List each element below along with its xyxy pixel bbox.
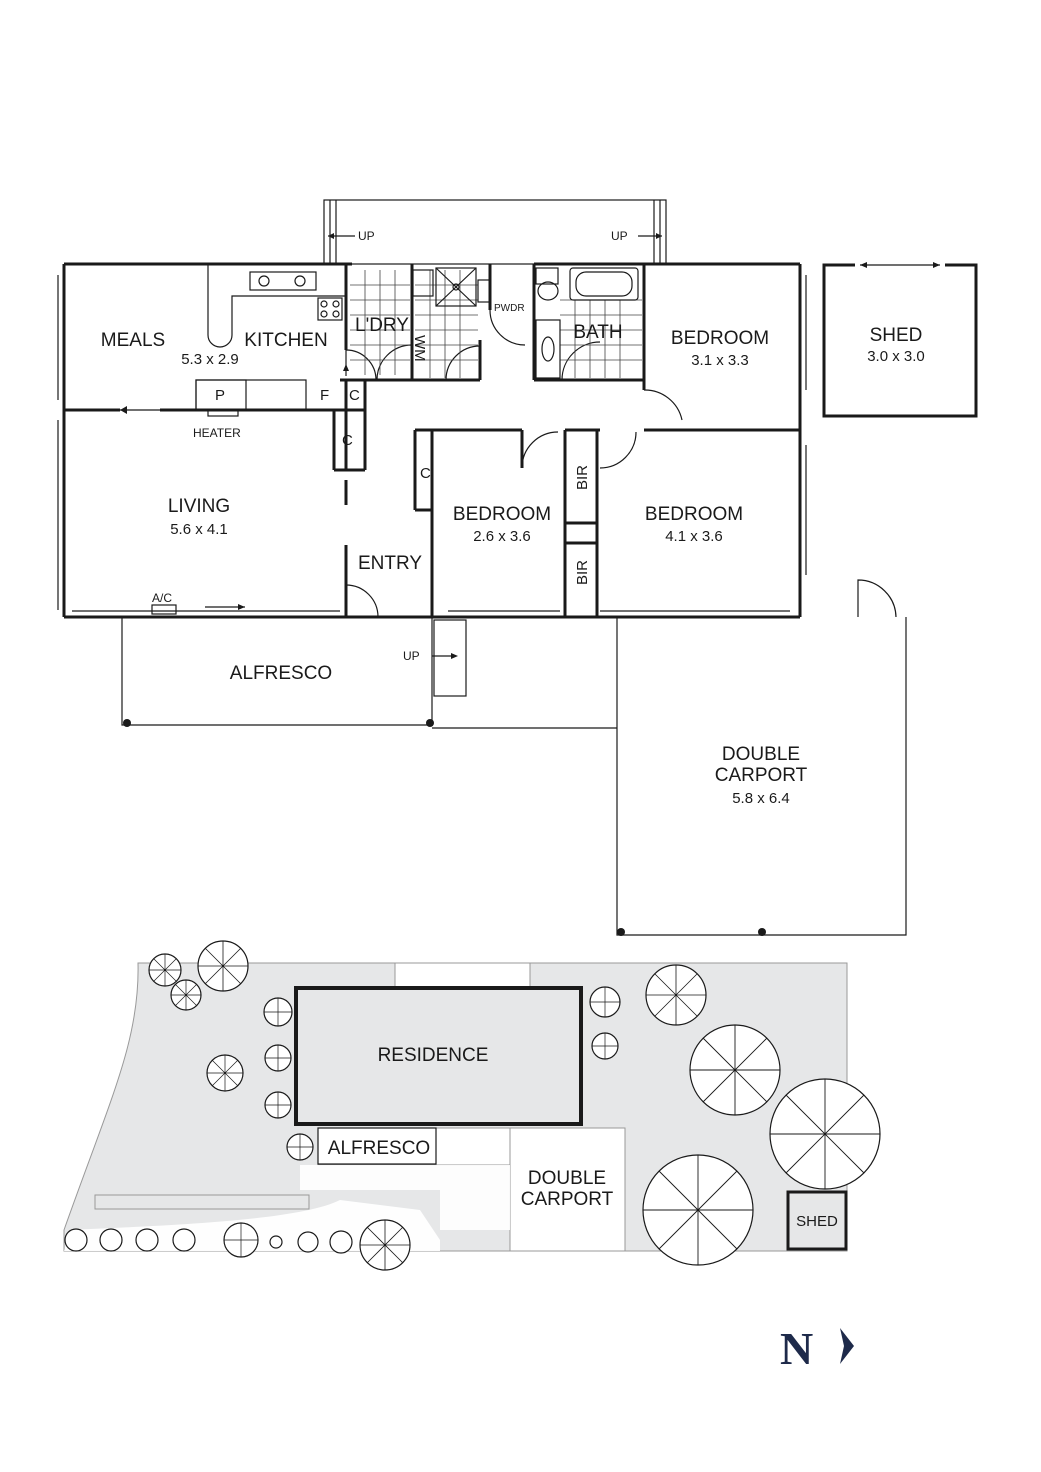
bedroom2-dims: 2.6 x 3.6 [473, 528, 531, 545]
laundry-label: L'DRY [355, 315, 409, 336]
washing-machine-label: WM [411, 335, 428, 362]
living-label: LIVING [168, 496, 230, 517]
alfresco-label: ALFRESCO [230, 663, 332, 684]
entry-label: ENTRY [358, 553, 422, 574]
site-carport-label-line1: DOUBLE [528, 1168, 606, 1189]
pantry-label: P [215, 387, 225, 404]
site-plan: RESIDENCE ALFRESCO DOUBLE CARPORT SHED [63, 940, 881, 1271]
bedroom2-cupboard-label: C [420, 465, 431, 482]
cupboard-label-1: C [349, 387, 360, 404]
house-walls [57, 262, 807, 619]
site-residence-label: RESIDENCE [378, 1045, 489, 1066]
bedroom3-label: BEDROOM [645, 504, 743, 525]
deck-up-label-right: UP [611, 229, 628, 243]
meals-label: MEALS [101, 330, 165, 351]
wet-area-fixtures: WM PWDR [350, 267, 642, 379]
floor-plan: UP UP [57, 199, 978, 936]
bedroom2-label: BEDROOM [453, 504, 551, 525]
living-dims: 5.6 x 4.1 [170, 521, 228, 538]
powder-room-label: PWDR [494, 303, 525, 314]
site-shed-label: SHED [796, 1213, 838, 1230]
living-extras: A/C [151, 591, 245, 615]
entry-step-up-label: UP [403, 649, 420, 663]
heater-label: HEATER [193, 426, 241, 440]
bedroom3-dims: 4.1 x 3.6 [665, 528, 723, 545]
carport-dims: 5.8 x 6.4 [732, 790, 790, 807]
room-labels: MEALS 5.3 x 2.9 KITCHEN L'DRY BATH BEDRO… [101, 315, 925, 807]
site-trees [64, 940, 881, 1271]
bath-label: BATH [573, 322, 622, 343]
carport-label-line2: CARPORT [715, 765, 808, 786]
shed-label: SHED [870, 325, 923, 346]
alfresco-area: UP [121, 617, 617, 729]
shed-dims: 3.0 x 3.0 [867, 348, 925, 365]
rear-deck: UP UP [323, 199, 667, 265]
robes: C BIR BIR [420, 465, 591, 585]
fridge-label: F [320, 387, 329, 404]
bir-label-lower: BIR [574, 560, 591, 585]
ac-label: A/C [152, 591, 172, 605]
deck-up-label-left: UP [358, 229, 375, 243]
north-compass: N [780, 1323, 854, 1374]
bedroom1-dims: 3.1 x 3.3 [691, 352, 749, 369]
bedroom1-label: BEDROOM [671, 328, 769, 349]
meals-dims: 5.3 x 2.9 [181, 351, 239, 368]
north-arrow-icon [840, 1328, 854, 1364]
cupboard-label-2: C [342, 432, 353, 449]
shed-building [822, 262, 978, 418]
kitchen-label: KITCHEN [244, 330, 327, 351]
site-alfresco-label: ALFRESCO [328, 1138, 430, 1159]
kitchen-fixtures: P F HEATER C C [193, 264, 360, 449]
carport-area [616, 579, 907, 936]
bir-label-upper: BIR [574, 465, 591, 490]
north-label: N [780, 1323, 813, 1374]
site-carport-label-line2: CARPORT [521, 1189, 614, 1210]
carport-label-line1: DOUBLE [722, 744, 800, 765]
